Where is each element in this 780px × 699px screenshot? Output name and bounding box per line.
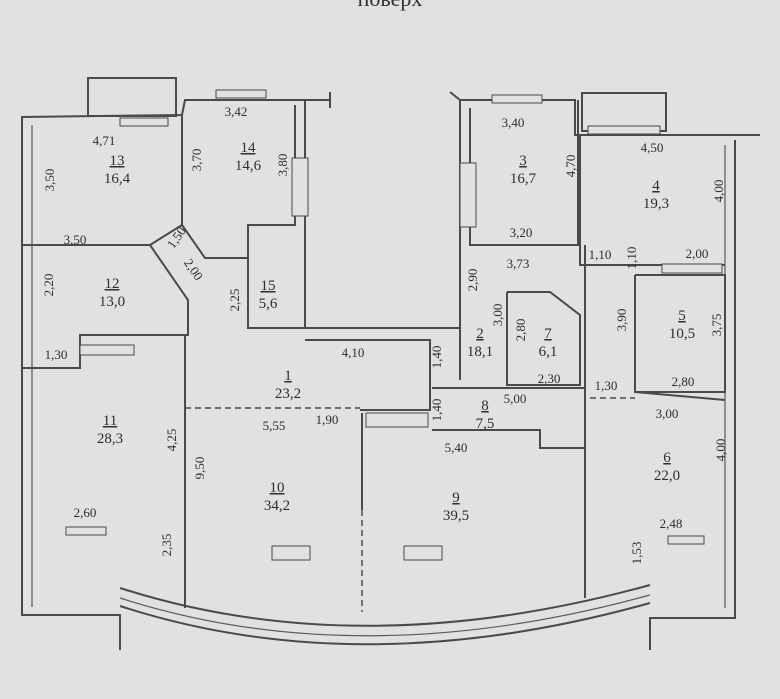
room-number: 9: [452, 490, 460, 506]
room-area: 19,3: [643, 196, 669, 212]
room-area: 13,0: [99, 294, 125, 310]
room-area: 5,6: [259, 296, 278, 312]
dimension: 1,10: [589, 247, 612, 262]
dimension: 1,10: [624, 247, 639, 270]
room-number: 13: [110, 153, 125, 169]
dimension: 4,25: [164, 429, 179, 452]
dimension: 3,90: [614, 309, 629, 332]
dimension: 1,90: [316, 412, 339, 427]
dimension: 3,75: [709, 314, 724, 337]
dimension: 2,48: [660, 516, 683, 531]
dimension: 3,50: [64, 232, 87, 247]
room-number: 10: [270, 480, 285, 496]
room-area: 7,5: [476, 416, 495, 432]
room-area: 14,6: [235, 158, 262, 174]
floor-title: поверх: [358, 0, 423, 11]
room-number: 3: [519, 153, 527, 169]
dimension: 2,20: [41, 274, 56, 297]
dimension: 2,80: [513, 319, 528, 342]
dimension: 3,73: [507, 256, 530, 271]
dimension: 1,40: [429, 346, 444, 369]
dimension: 4,10: [342, 345, 365, 360]
room-number: 1: [284, 368, 292, 384]
dimension: 5,55: [263, 418, 286, 433]
room-area: 18,1: [467, 344, 493, 360]
dimension: 2,30: [538, 371, 561, 386]
room-number: 6: [663, 450, 671, 466]
room-area: 10,5: [669, 326, 695, 342]
dimension: 1,30: [595, 378, 618, 393]
room-number: 15: [261, 278, 276, 294]
room-number: 7: [544, 326, 552, 342]
room-number: 14: [241, 140, 257, 156]
dimension: 9,50: [192, 457, 207, 480]
dimension: 3,80: [275, 154, 290, 177]
dimension: 5,40: [445, 440, 468, 455]
room-area: 23,2: [275, 386, 301, 402]
dimension: 2,00: [686, 246, 709, 261]
balcony-right: [581, 92, 667, 132]
dimension: 2,00: [181, 256, 206, 283]
balcony-left: [87, 77, 177, 117]
dimension: 3,00: [490, 304, 505, 327]
room-number: 4: [652, 178, 660, 194]
room-area: 34,2: [264, 498, 290, 514]
window-grills: [65, 89, 723, 561]
walls: [21, 77, 760, 650]
dimension: 3,40: [502, 115, 525, 130]
dimension: 2,80: [672, 374, 695, 389]
dimension: 4,00: [713, 439, 728, 462]
room-number: 11: [103, 413, 117, 429]
dimension: 3,42: [225, 104, 248, 119]
dimension: 2,25: [227, 289, 242, 312]
room-area: 6,1: [539, 344, 558, 360]
room-area: 16,4: [104, 171, 131, 187]
room-number: 5: [678, 308, 686, 324]
dimension: 2,35: [159, 534, 174, 557]
dimension: 2,60: [74, 505, 97, 520]
room-number: 8: [481, 398, 489, 414]
room-area: 22,0: [654, 468, 680, 484]
dimension: 2,90: [465, 269, 480, 292]
room-area: 16,7: [510, 171, 537, 187]
room-area: 39,5: [443, 508, 469, 524]
room-labels: 13 16,4 14 14,6 3 16,7 4 19,3 12 13,0 15…: [97, 140, 695, 524]
dimension: 4,70: [563, 155, 578, 178]
dimension: 4,71: [93, 133, 116, 148]
room-area: 28,3: [97, 431, 123, 447]
dimension: 1,30: [45, 347, 68, 362]
dimension: 1,53: [629, 542, 644, 565]
dimension: 3,50: [42, 169, 57, 192]
dimension: 1,40: [429, 399, 444, 422]
dimension: 3,70: [189, 149, 204, 172]
room-number: 12: [105, 276, 120, 292]
dimension: 4,00: [711, 180, 726, 203]
room-number: 2: [476, 326, 484, 342]
dimension: 3,20: [510, 225, 533, 240]
dimension: 3,00: [656, 406, 679, 421]
dimension: 5,00: [504, 391, 527, 406]
dimension: 4,50: [641, 140, 664, 155]
